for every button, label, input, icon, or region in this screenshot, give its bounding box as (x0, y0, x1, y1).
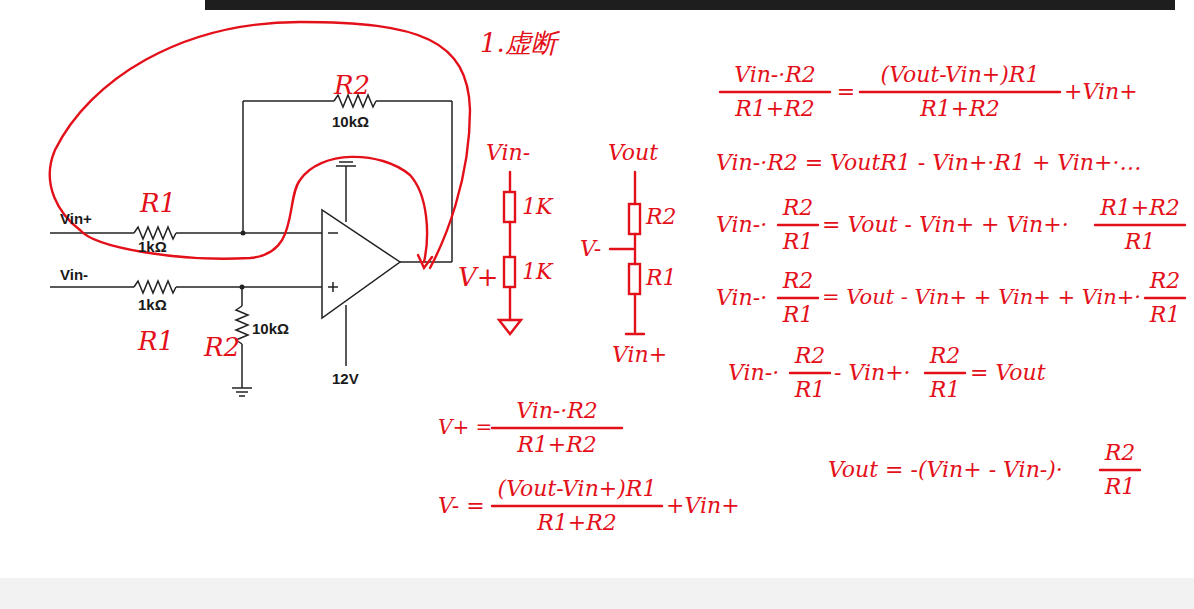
fraction-denominator: R1+R2 (492, 510, 662, 536)
resistor-symbol (134, 281, 176, 293)
fraction-numerator: (Vout-Vin+)R1 (492, 476, 662, 502)
fraction-denominator: R1+R2 (860, 96, 1060, 122)
equation-line: Vin-·R2 = VoutR1 - Vin+·R1 + Vin+·… (716, 150, 1186, 176)
resistor-name: R2 (334, 70, 370, 101)
equation-term: Vin-· (728, 360, 790, 386)
fraction-numerator: R2 (790, 343, 830, 369)
fraction-numerator: (Vout-Vin+)R1 (860, 62, 1060, 88)
equation-term: = Vout - Vin+ + Vin+· (822, 212, 1092, 238)
signal-name: Vout (608, 140, 658, 166)
equation-term: - Vin+· (834, 360, 924, 386)
equation-term: +Vin+ (666, 493, 746, 519)
node-name: V+ (458, 262, 499, 293)
fraction-denominator: R1+R2 (720, 96, 830, 122)
equation-term: Vout = -(Vin+ - Vin-)· (828, 457, 1098, 483)
circuit-wires (50, 95, 452, 396)
resistor-value: 1K (522, 259, 552, 285)
equation-term: = (836, 79, 856, 105)
equation-term: = Vout (970, 360, 1070, 386)
resistor-name: R1 (646, 265, 677, 291)
resistor-name: R2 (204, 332, 240, 363)
bottom-bar (0, 578, 1194, 609)
fraction-denominator: R1 (778, 302, 818, 328)
fraction-numerator: R1+R2 (1095, 195, 1185, 221)
supply-label: 12V (332, 370, 359, 388)
equation-term: V+ = (438, 415, 492, 439)
equation-term: V- = (438, 493, 492, 519)
resistor-symbol (134, 227, 176, 239)
equation-term: Vin-· (716, 212, 778, 238)
resistor-value: 1kΩ (138, 238, 167, 256)
resistor-value: 10kΩ (332, 113, 369, 131)
node-name: V- (580, 236, 601, 262)
resistor-name: R1 (140, 188, 176, 219)
fraction-denominator: R1 (790, 377, 830, 403)
fraction-denominator: R1 (925, 377, 965, 403)
resistor-value: 1K (522, 194, 552, 220)
resistor-value: 1kΩ (138, 296, 167, 314)
signal-name: Vin+ (60, 210, 92, 228)
fraction-numerator: R2 (778, 195, 818, 221)
fraction-denominator: R1+R2 (492, 432, 622, 458)
equation-term: Vin-· (716, 285, 778, 311)
signal-name: Vin- (60, 266, 88, 284)
resistor-name: R1 (138, 326, 174, 357)
red-annotation (50, 22, 1185, 506)
resistor-value: 10kΩ (252, 320, 289, 338)
fraction-numerator: R2 (925, 343, 965, 369)
equation-term: +Vin+ (1064, 79, 1174, 105)
fraction-denominator: R1 (778, 229, 818, 255)
section-heading: 1.虚断 (480, 28, 557, 59)
resistor-name: R2 (646, 204, 677, 230)
fraction-denominator: R1 (1100, 474, 1140, 500)
fraction-denominator: R1 (1145, 302, 1185, 328)
fraction-numerator: R2 (778, 268, 818, 294)
fraction-denominator: R1 (1095, 229, 1185, 255)
equation-term: = Vout - Vin+ + Vin+ + Vin+· (822, 285, 1142, 310)
fraction-numerator: R2 (1145, 268, 1185, 294)
top-bar (205, 0, 1175, 10)
opamp-symbol (322, 210, 400, 318)
fraction-numerator: Vin-·R2 (720, 62, 830, 88)
fraction-numerator: Vin-·R2 (492, 398, 622, 424)
fraction-numerator: R2 (1100, 440, 1140, 466)
signal-name: Vin+ (612, 342, 667, 368)
signal-name: Vin- (486, 140, 530, 166)
